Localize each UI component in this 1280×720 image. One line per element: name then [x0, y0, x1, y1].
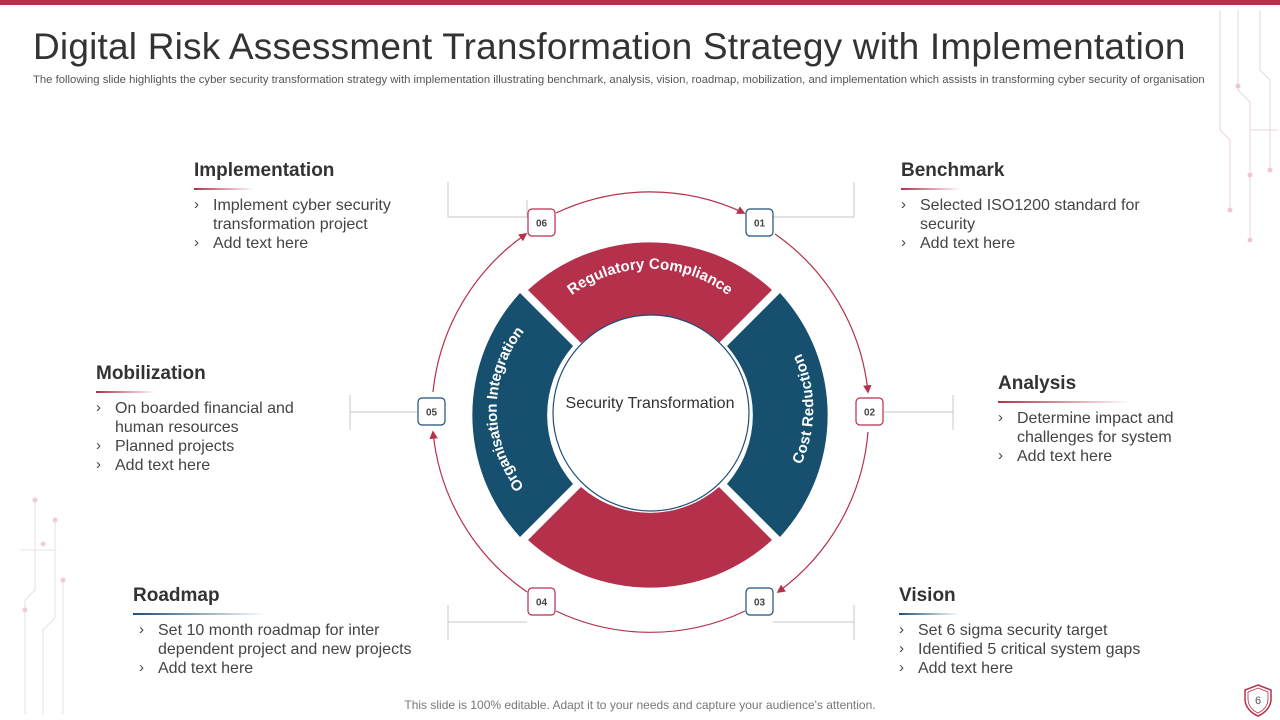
connector-lines [349, 182, 954, 640]
step-badge-06: 06 [527, 208, 556, 237]
list-item: Set 10 month roadmap for inter dependent… [139, 620, 423, 659]
list-item: Determine impact and challenges for syst… [998, 408, 1218, 447]
shield-icon: 6 [1244, 684, 1272, 717]
list-item: On boarded financial and human resources [96, 398, 331, 437]
page-number: 6 [1255, 695, 1261, 707]
list-item: Set 6 sigma security target [899, 620, 1169, 640]
step-block-vision: Vision Set 6 sigma security target Ident… [899, 585, 1169, 678]
list-item: Add text here [899, 658, 1169, 678]
segment-brand-protection [528, 487, 772, 588]
step-block-roadmap: Roadmap Set 10 month roadmap for inter d… [133, 585, 423, 678]
page-title: Digital Risk Assessment Transformation S… [33, 26, 1186, 67]
step-title: Vision [899, 585, 956, 606]
circuit-decoration-bottom-left [20, 497, 66, 715]
step-badge-01: 01 [745, 208, 774, 237]
title-underline [901, 188, 961, 190]
svg-text:01: 01 [754, 219, 766, 230]
step-block-benchmark: Benchmark Selected ISO1200 standard for … [901, 160, 1151, 253]
step-title: Implementation [194, 160, 335, 181]
step-title: Analysis [998, 373, 1077, 394]
title-underline [96, 391, 156, 393]
step-badge-04: 04 [527, 587, 556, 616]
list-item: Add text here [901, 233, 1151, 253]
list-item: Add text here [998, 446, 1218, 466]
list-item: Planned projects [96, 436, 331, 456]
step-badge-03: 03 [745, 587, 774, 616]
footer-note: This slide is 100% editable. Adapt it to… [404, 698, 876, 712]
segment-regulatory-compliance [528, 242, 772, 343]
cycle-arrows [429, 191, 872, 633]
title-underline [194, 188, 254, 190]
list-item: Add text here [139, 658, 423, 678]
step-title: Mobilization [96, 363, 206, 384]
svg-text:02: 02 [864, 408, 876, 419]
segment-cost-reduction [727, 293, 828, 537]
step-title: Roadmap [133, 585, 220, 606]
center-label: Security Transformation [565, 395, 735, 412]
svg-text:03: 03 [754, 598, 766, 609]
title-underline [133, 613, 266, 615]
svg-text:05: 05 [426, 408, 438, 419]
step-block-analysis: Analysis Determine impact and challenges… [998, 373, 1218, 466]
list-item: Selected ISO1200 standard for security [901, 195, 1151, 234]
svg-text:06: 06 [536, 219, 548, 230]
svg-text:04: 04 [536, 598, 548, 609]
list-item: Implement cyber security transformation … [194, 195, 444, 234]
list-item: Identified 5 critical system gaps [899, 639, 1169, 659]
center-circle [552, 314, 750, 512]
page-subtitle: The following slide highlights the cyber… [33, 74, 1205, 86]
step-title: Benchmark [901, 160, 1005, 181]
step-badge-05: 05 [417, 397, 446, 426]
step-badge-02: 02 [855, 397, 884, 426]
segment-organisation-integration [472, 293, 573, 537]
title-underline [899, 613, 959, 615]
step-block-mobilization: Mobilization On boarded financial and hu… [96, 363, 331, 475]
top-accent-bar [0, 0, 1280, 5]
list-item: Add text here [194, 233, 444, 253]
circuit-decoration-top-right [1219, 10, 1278, 243]
step-block-implementation: Implementation Implement cyber security … [194, 160, 444, 253]
title-underline [998, 401, 1131, 403]
list-item: Add text here [96, 455, 331, 475]
